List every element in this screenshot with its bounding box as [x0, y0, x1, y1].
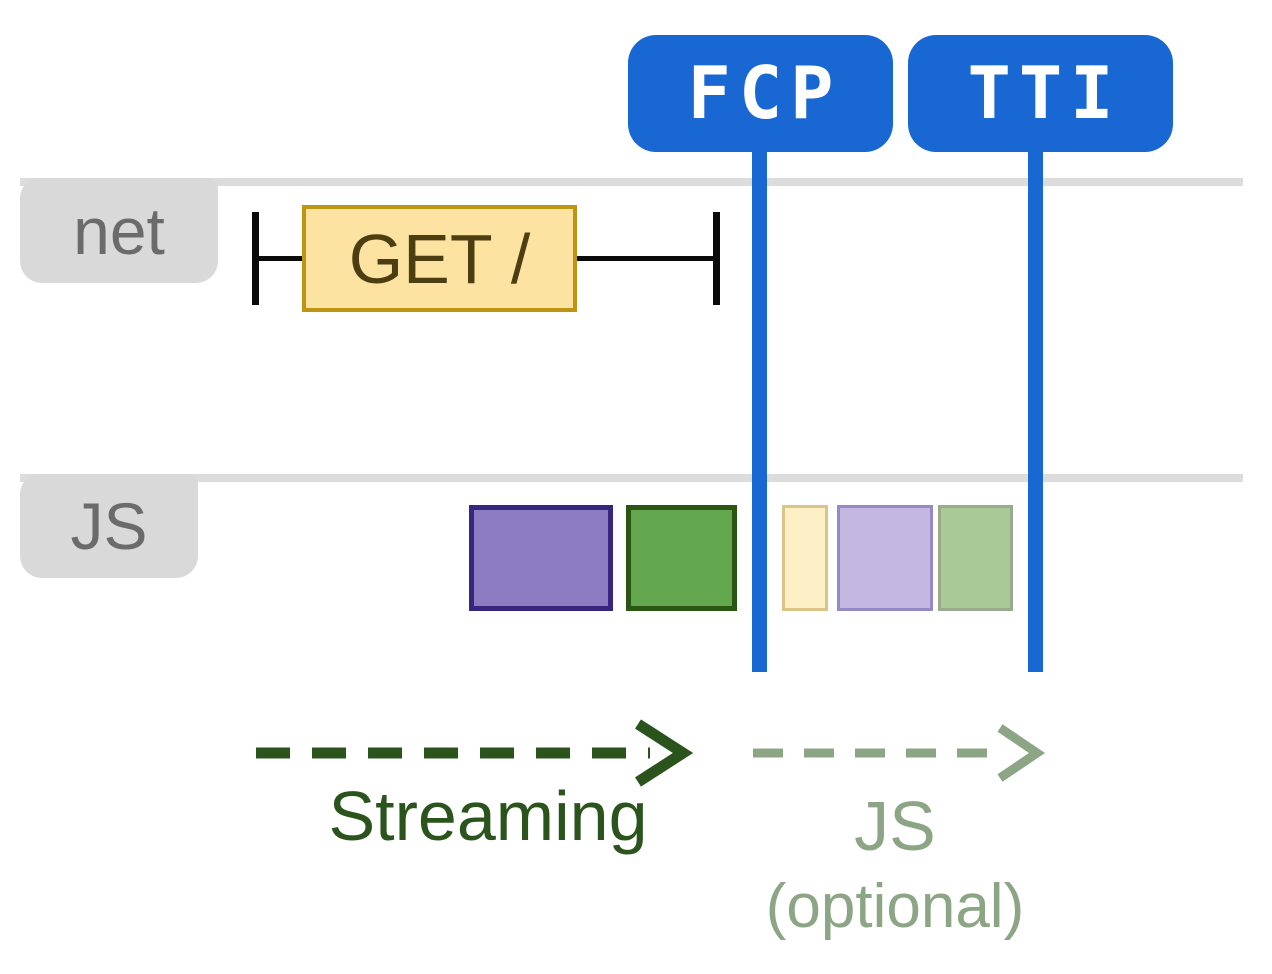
- fcp-badge-label: FCP: [687, 51, 842, 135]
- get-request-label: GET /: [348, 219, 531, 298]
- request-right-whisker: [575, 256, 715, 261]
- net-lane-line: [20, 178, 1243, 186]
- get-request-box: GET /: [302, 205, 577, 312]
- js-task-faded-green: [938, 505, 1013, 611]
- js-lane-label-text: JS: [70, 489, 148, 563]
- net-lane-label: net: [20, 178, 218, 283]
- request-left-whisker: [256, 256, 304, 261]
- fcp-marker-line: [752, 150, 767, 672]
- js-task-solid-green: [626, 505, 737, 611]
- fcp-badge: FCP: [628, 35, 893, 152]
- request-start-tick: [252, 212, 259, 305]
- js-optional-phase-label: JS (optional): [753, 788, 1037, 941]
- net-lane-label-text: net: [73, 193, 165, 268]
- js-optional-phase-sublabel-text: (optional): [765, 872, 1025, 941]
- js-task-faded-yellow: [782, 505, 828, 611]
- streaming-phase-label-text: Streaming: [328, 777, 648, 855]
- js-task-faded-purple: [837, 505, 933, 611]
- js-task-solid-purple: [469, 505, 613, 611]
- js-lane-line: [20, 474, 1243, 482]
- js-optional-phase-label-text: JS: [854, 787, 936, 865]
- tti-badge-label: TTI: [967, 51, 1122, 135]
- js-lane-label: JS: [20, 474, 198, 578]
- tti-badge: TTI: [908, 35, 1173, 152]
- tti-marker-line: [1028, 150, 1043, 672]
- request-end-tick: [713, 212, 720, 305]
- streaming-phase-label: Streaming: [258, 778, 718, 855]
